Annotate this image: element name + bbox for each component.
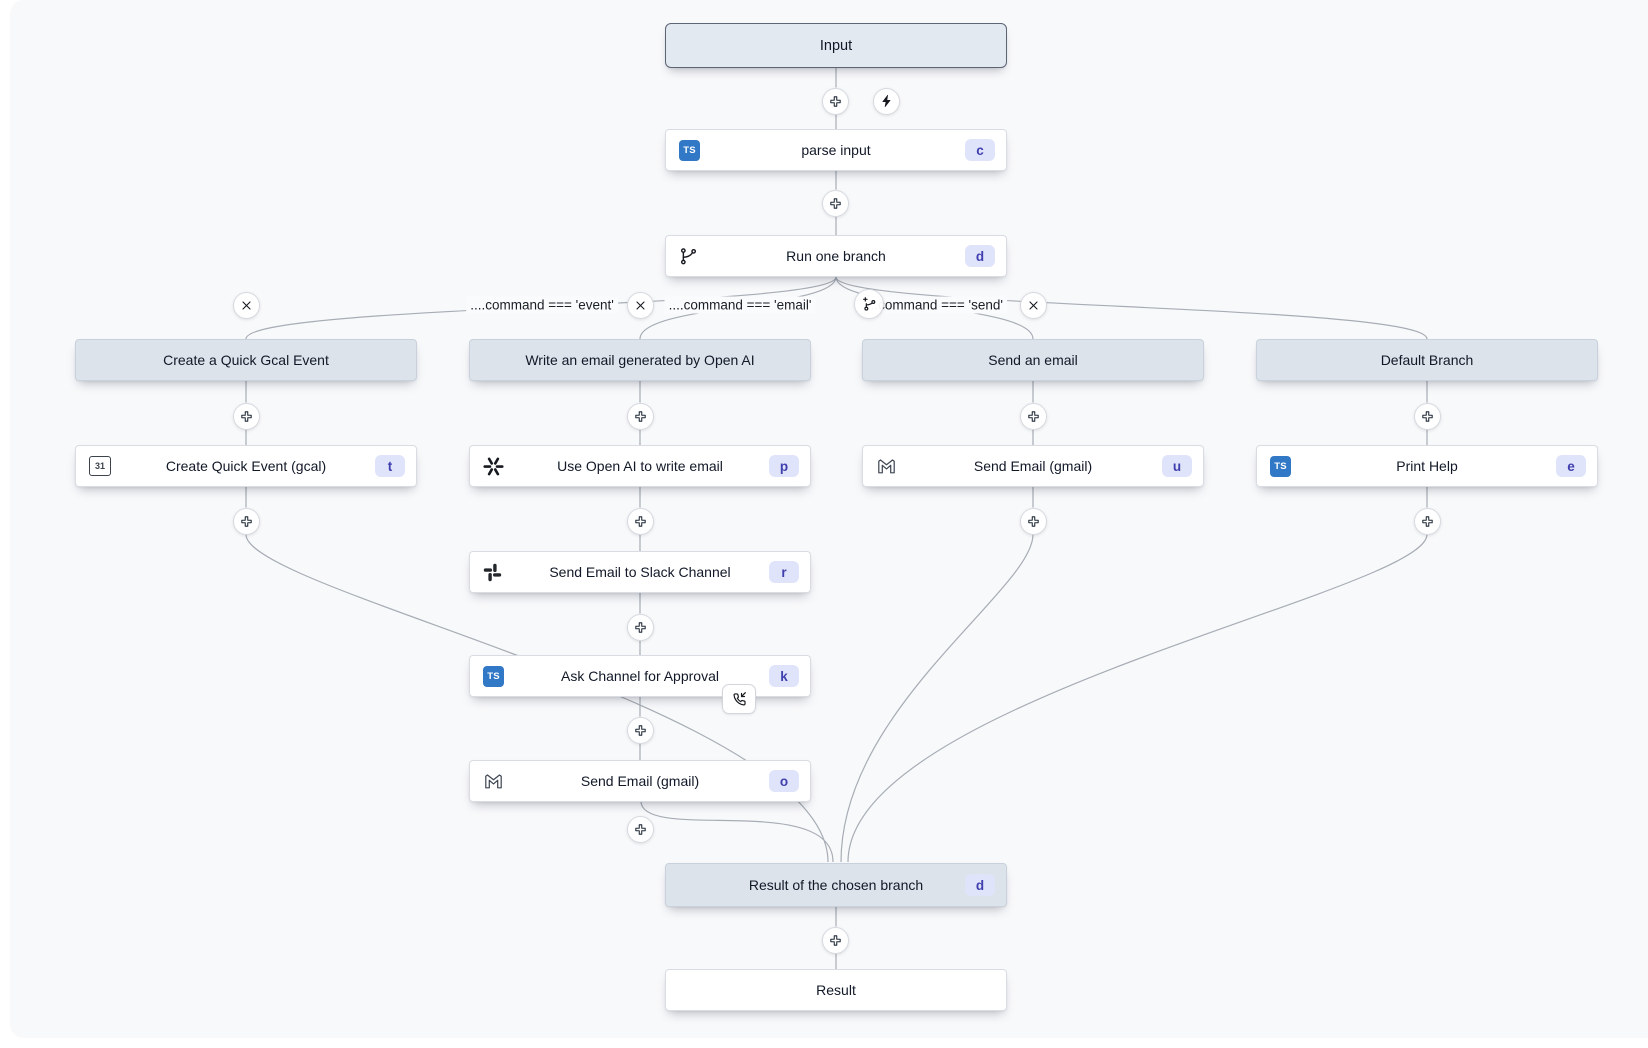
plus-icon [830, 95, 841, 107]
git-branch-plus-icon [863, 297, 876, 311]
branch-condition-email: ....command === 'email' [664, 296, 816, 314]
step-label: Create Quick Event (gcal) [165, 458, 327, 474]
step-id-badge: c [965, 139, 995, 161]
step-id-badge: p [769, 455, 799, 477]
branch-header-4[interactable]: Default Branch [1256, 339, 1598, 381]
insert-step-button[interactable] [1413, 507, 1441, 535]
insert-step-button[interactable] [1019, 402, 1047, 430]
step-node-print-help[interactable]: TS Print Help e [1256, 445, 1598, 487]
suspend-approval-badge [722, 684, 756, 714]
step-id-badge: u [1162, 455, 1192, 477]
branch-header-1[interactable]: Create a Quick Gcal Event [75, 339, 417, 381]
step-id-badge: o [769, 770, 799, 792]
branch-header-2[interactable]: Write an email generated by Open AI [469, 339, 811, 381]
step-node-send-email-slack[interactable]: Send Email to Slack Channel r [469, 551, 811, 593]
step-label: parse input [801, 142, 871, 158]
result-node-label: Result [816, 982, 856, 998]
insert-step-button[interactable] [626, 815, 654, 843]
git-branch-icon [679, 247, 698, 266]
plus-icon [1421, 410, 1433, 422]
gmail-icon [876, 456, 897, 477]
branch-header-label: Create a Quick Gcal Event [163, 352, 329, 368]
plus-icon [634, 724, 646, 736]
step-id-badge: k [769, 665, 799, 687]
step-id-badge: t [375, 455, 405, 477]
close-icon [241, 300, 251, 310]
gcal-icon: 31 [89, 456, 111, 476]
plus-icon [1027, 515, 1039, 527]
plus-icon [634, 621, 646, 633]
step-node-send-email-gmail-3[interactable]: Send Email (gmail) u [862, 445, 1204, 487]
add-branch-button[interactable] [854, 289, 884, 319]
remove-branch-button-1[interactable] [232, 291, 260, 319]
step-node-create-quick-event[interactable]: 31 Create Quick Event (gcal) t [75, 445, 417, 487]
insert-step-button[interactable] [626, 716, 654, 744]
step-label: Send Email (gmail) [973, 458, 1093, 474]
step-label: Send Email to Slack Channel [549, 564, 731, 580]
plus-icon [1421, 515, 1433, 527]
step-id-badge: d [965, 245, 995, 267]
close-icon [635, 300, 645, 310]
plus-icon [634, 515, 646, 527]
step-label: Run one branch [786, 248, 886, 264]
insert-step-button[interactable] [626, 402, 654, 430]
insert-step-button[interactable] [626, 507, 654, 535]
insert-step-button[interactable] [822, 926, 849, 954]
insert-step-button[interactable] [822, 87, 849, 115]
close-icon [1028, 300, 1038, 310]
step-label: Print Help [1396, 458, 1458, 474]
step-node-send-email-gmail-2[interactable]: Send Email (gmail) o [469, 760, 811, 802]
step-node-run-one-branch[interactable]: Run one branch d [665, 235, 1007, 277]
step-label: Result of the chosen branch [748, 877, 924, 893]
insert-step-button[interactable] [822, 189, 849, 217]
branch-header-label: Write an email generated by Open AI [525, 352, 755, 368]
step-id-badge: r [769, 561, 799, 583]
branch-header-3[interactable]: Send an email [862, 339, 1204, 381]
step-node-openai-write-email[interactable]: Use Open AI to write email p [469, 445, 811, 487]
phone-incoming-icon [733, 692, 746, 706]
step-id-badge: d [965, 874, 995, 896]
insert-step-button[interactable] [626, 613, 654, 641]
plus-icon [830, 197, 841, 209]
plus-icon [634, 410, 646, 422]
insert-step-button[interactable] [232, 507, 260, 535]
zap-icon [881, 94, 890, 108]
plus-icon [634, 823, 646, 835]
branch-header-label: Send an email [988, 352, 1078, 368]
plus-icon [240, 410, 252, 422]
step-node-parse-input[interactable]: TS parse input c [665, 129, 1007, 171]
input-node-label: Input [819, 37, 853, 54]
step-id-badge: e [1556, 455, 1586, 477]
insert-step-button[interactable] [232, 402, 260, 430]
typescript-icon: TS [679, 139, 700, 161]
step-label: Send Email (gmail) [580, 773, 700, 789]
plus-icon [1027, 410, 1039, 422]
branch-header-label: Default Branch [1380, 352, 1474, 368]
openai-icon [483, 456, 504, 477]
remove-branch-button-3[interactable] [1019, 291, 1047, 319]
step-label: Use Open AI to write email [557, 458, 723, 474]
insert-step-button[interactable] [1019, 507, 1047, 535]
insert-step-button[interactable] [1413, 402, 1441, 430]
trigger-button[interactable] [873, 87, 900, 115]
branch-result-node[interactable]: Result of the chosen branch d [665, 863, 1007, 907]
typescript-icon: TS [1270, 455, 1291, 477]
result-node[interactable]: Result [665, 969, 1007, 1011]
plus-icon [830, 934, 841, 946]
input-node[interactable]: Input [665, 23, 1007, 68]
plus-icon [240, 515, 252, 527]
step-node-ask-channel-approval[interactable]: TS Ask Channel for Approval k [469, 655, 811, 697]
remove-branch-button-2[interactable] [626, 291, 654, 319]
step-label: Ask Channel for Approval [561, 668, 719, 684]
branch-condition-event: ....command === 'event' [466, 296, 618, 314]
